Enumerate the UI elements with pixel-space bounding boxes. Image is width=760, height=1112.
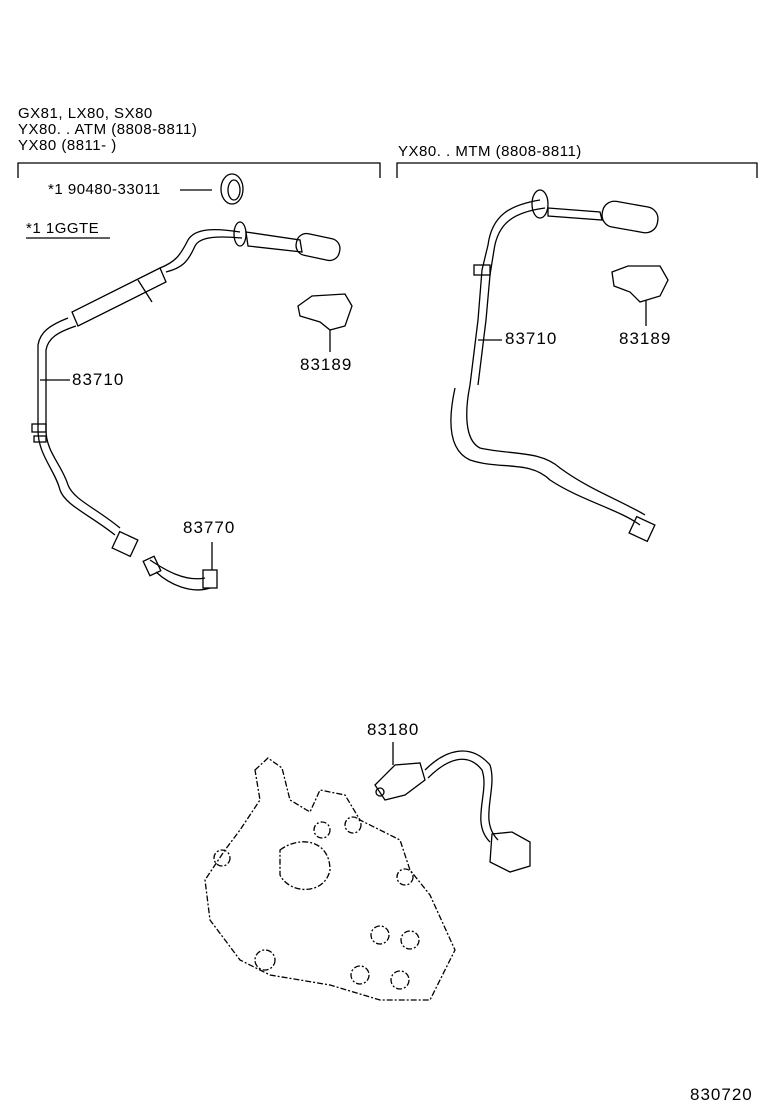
left-plug-part-number: 83189 [300, 355, 353, 374]
left-cable-part-number: 83710 [72, 370, 125, 389]
right-cable-part-number: 83710 [505, 329, 558, 348]
left-sensor-plug [297, 293, 353, 352]
left-models-line-2: YX80. . ATM (8808-8811) [18, 121, 198, 138]
injection-pump [204, 757, 456, 1001]
left-models-line-3: YX80 (8811- ) [18, 137, 117, 154]
joint-part-number: 83770 [183, 518, 236, 537]
right-speedometer-cable [450, 189, 659, 543]
left-models-line-1: GX81, LX80, SX80 [18, 105, 153, 122]
right-sensor-plug [611, 265, 669, 326]
right-group-bracket [396, 162, 758, 178]
oil-pressure-sensor [374, 742, 531, 873]
sensor-part-number: 83180 [367, 720, 420, 739]
grommet-part-label: *1 90480-33011 [48, 181, 161, 198]
engine-note: *1 1GGTE [26, 220, 100, 237]
left-speedometer-cable [31, 221, 341, 558]
grommet-icon [180, 173, 244, 205]
figure-id: 830720 [690, 1085, 753, 1104]
joint-hose [142, 542, 218, 591]
right-models-line-1: YX80. . MTM (8808-8811) [398, 143, 582, 160]
right-plug-part-number: 83189 [619, 329, 672, 348]
left-group-bracket [17, 162, 381, 178]
